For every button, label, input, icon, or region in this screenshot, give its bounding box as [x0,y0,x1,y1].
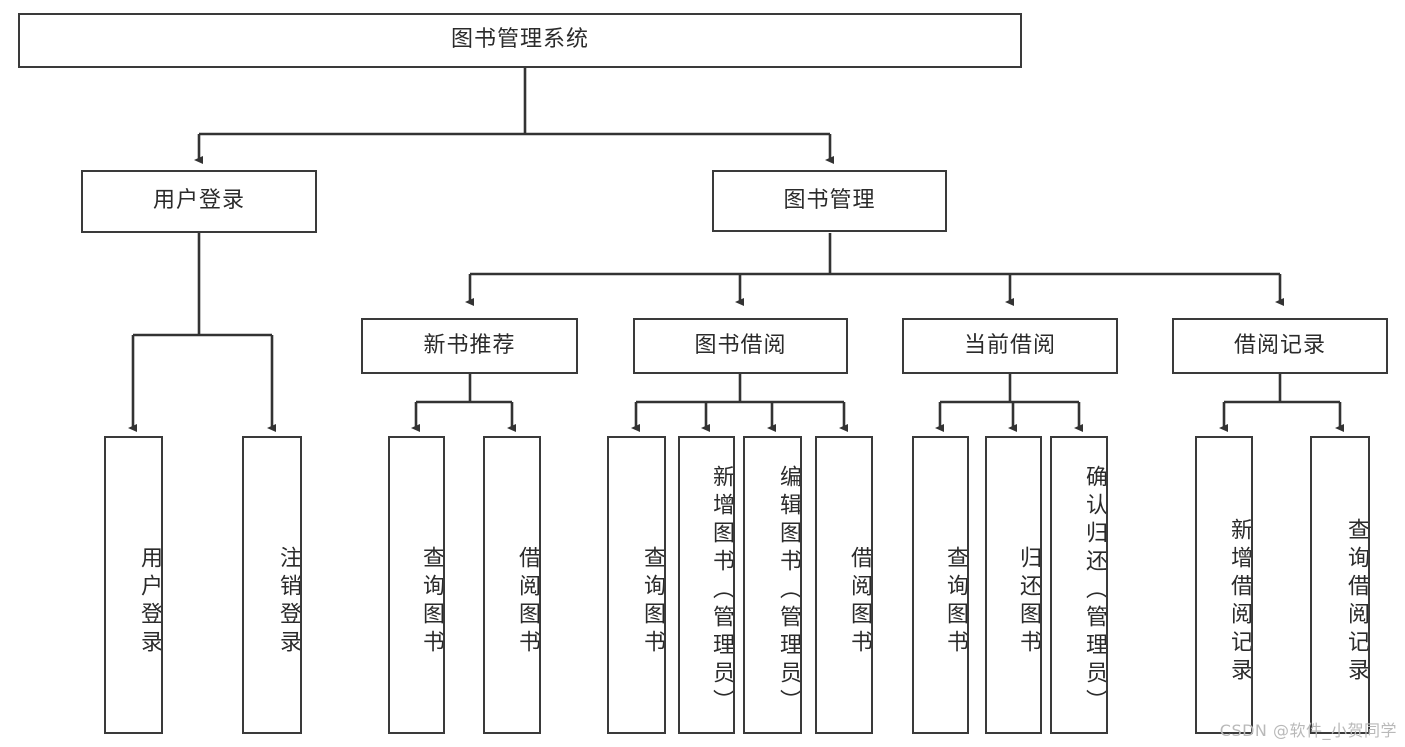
leaf-book-borrow-borrow[interactable]: 借阅图书 [815,436,873,734]
leaf-borrow-record-query[interactable]: 查询借阅记录 [1310,436,1370,734]
node-user-login[interactable]: 用户登录 [81,170,317,233]
leaf-book-borrow-add-admin[interactable]: 新增图书（管理员） [678,436,735,734]
node-new-book-recommend[interactable]: 新书推荐 [361,318,578,374]
node-current-borrow[interactable]: 当前借阅 [902,318,1118,374]
node-book-borrow[interactable]: 图书借阅 [633,318,848,374]
leaf-book-borrow-query[interactable]: 查询图书 [607,436,666,734]
leaf-new-book-borrow[interactable]: 借阅图书 [483,436,541,734]
node-book-management[interactable]: 图书管理 [712,170,947,232]
leaf-current-borrow-confirm-admin[interactable]: 确认归还（管理员） [1050,436,1108,734]
leaf-book-borrow-edit-admin[interactable]: 编辑图书（管理员） [743,436,802,734]
leaf-new-book-query[interactable]: 查询图书 [388,436,445,734]
csdn-watermark: CSDN @软件_小贺同学 [1219,721,1397,740]
leaf-current-borrow-return[interactable]: 归还图书 [985,436,1042,734]
leaf-user-login-login[interactable]: 用户登录 [104,436,163,734]
leaf-current-borrow-query[interactable]: 查询图书 [912,436,969,734]
node-root-system[interactable]: 图书管理系统 [18,13,1022,68]
node-borrow-record[interactable]: 借阅记录 [1172,318,1388,374]
leaf-borrow-record-add[interactable]: 新增借阅记录 [1195,436,1253,734]
leaf-user-login-logout[interactable]: 注销登录 [242,436,302,734]
